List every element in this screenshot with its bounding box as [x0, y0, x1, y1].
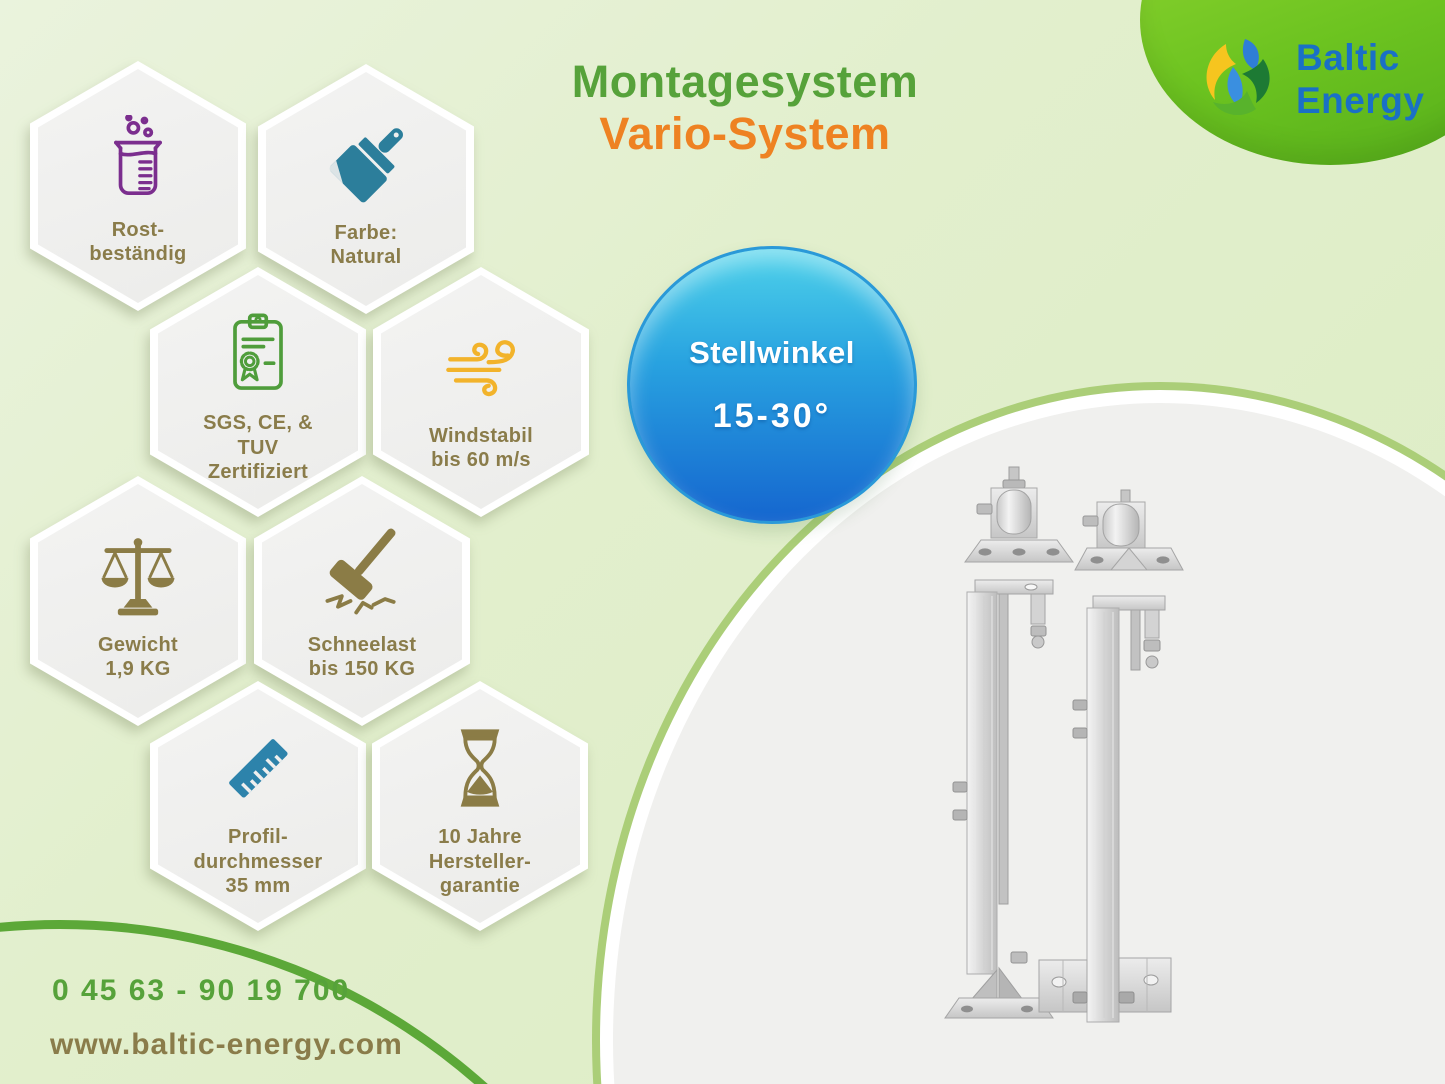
feature-hex-garantie: 10 Jahre Hersteller- garantie	[372, 681, 588, 931]
brand-line2: Energy	[1296, 80, 1425, 122]
website-url: www.baltic-energy.com	[50, 1028, 403, 1061]
hinge-bracket-right	[1074, 489, 1184, 571]
feature-hex-farbe: Farbe: Natural	[258, 64, 474, 314]
feature-hex-profildurchmesser: Profil- durchmesser 35 mm	[150, 681, 366, 931]
feature-label: Farbe: Natural	[330, 221, 402, 268]
feature-label: Gewicht 1,9 KG	[98, 633, 178, 680]
feature-label: Schneelast bis 150 KG	[307, 633, 417, 680]
page-title: Montagesystem Vario-System	[500, 56, 990, 160]
beaker-icon	[92, 110, 184, 212]
title-line1: Montagesystem	[571, 56, 919, 107]
badge-label: Stellwinkel	[689, 334, 855, 370]
feature-label: Rost- beständig	[89, 218, 187, 265]
feature-hex-gewicht: Gewicht 1,9 KG	[30, 476, 246, 726]
phone-number: 0 45 63 - 90 19 700	[52, 974, 351, 1007]
feature-label: 10 Jahre Hersteller- garantie	[428, 826, 532, 898]
hourglass-icon	[434, 717, 526, 819]
hinge-bracket-left	[964, 466, 1074, 563]
feature-hex-rostbestaendig: Rost- beständig	[30, 61, 246, 311]
title-line2: Vario-System	[599, 108, 891, 160]
feature-label: Windstabil bis 60 m/s	[429, 424, 533, 471]
certificate-icon	[212, 303, 304, 405]
feature-hex-windstabil: Windstabil bis 60 m/s	[373, 267, 589, 517]
feature-label: Profil- durchmesser 35 mm	[193, 826, 323, 898]
stellwinkel-badge: Stellwinkel 15-30°	[627, 246, 917, 524]
scale-icon	[90, 525, 186, 627]
feature-label: SGS, CE, & TUV Zertifiziert	[203, 412, 313, 484]
wind-icon	[433, 316, 529, 418]
rail-left	[944, 579, 1054, 1019]
paintbrush-icon	[318, 113, 414, 215]
brand-line1: Baltic	[1296, 37, 1400, 78]
baltic-energy-logo-icon	[1206, 39, 1270, 116]
ruler-icon	[210, 717, 306, 819]
feature-hex-zertifiziert: SGS, CE, & TUV Zertifiziert	[150, 267, 366, 517]
rail-right	[1038, 595, 1172, 1023]
brand-name: Baltic Energy	[1296, 36, 1424, 123]
feature-hex-schneelast: Schneelast bis 150 KG	[254, 476, 470, 726]
sledgehammer-icon	[314, 525, 410, 627]
product-photo	[944, 466, 1184, 1023]
badge-value: 15-30°	[712, 396, 832, 435]
